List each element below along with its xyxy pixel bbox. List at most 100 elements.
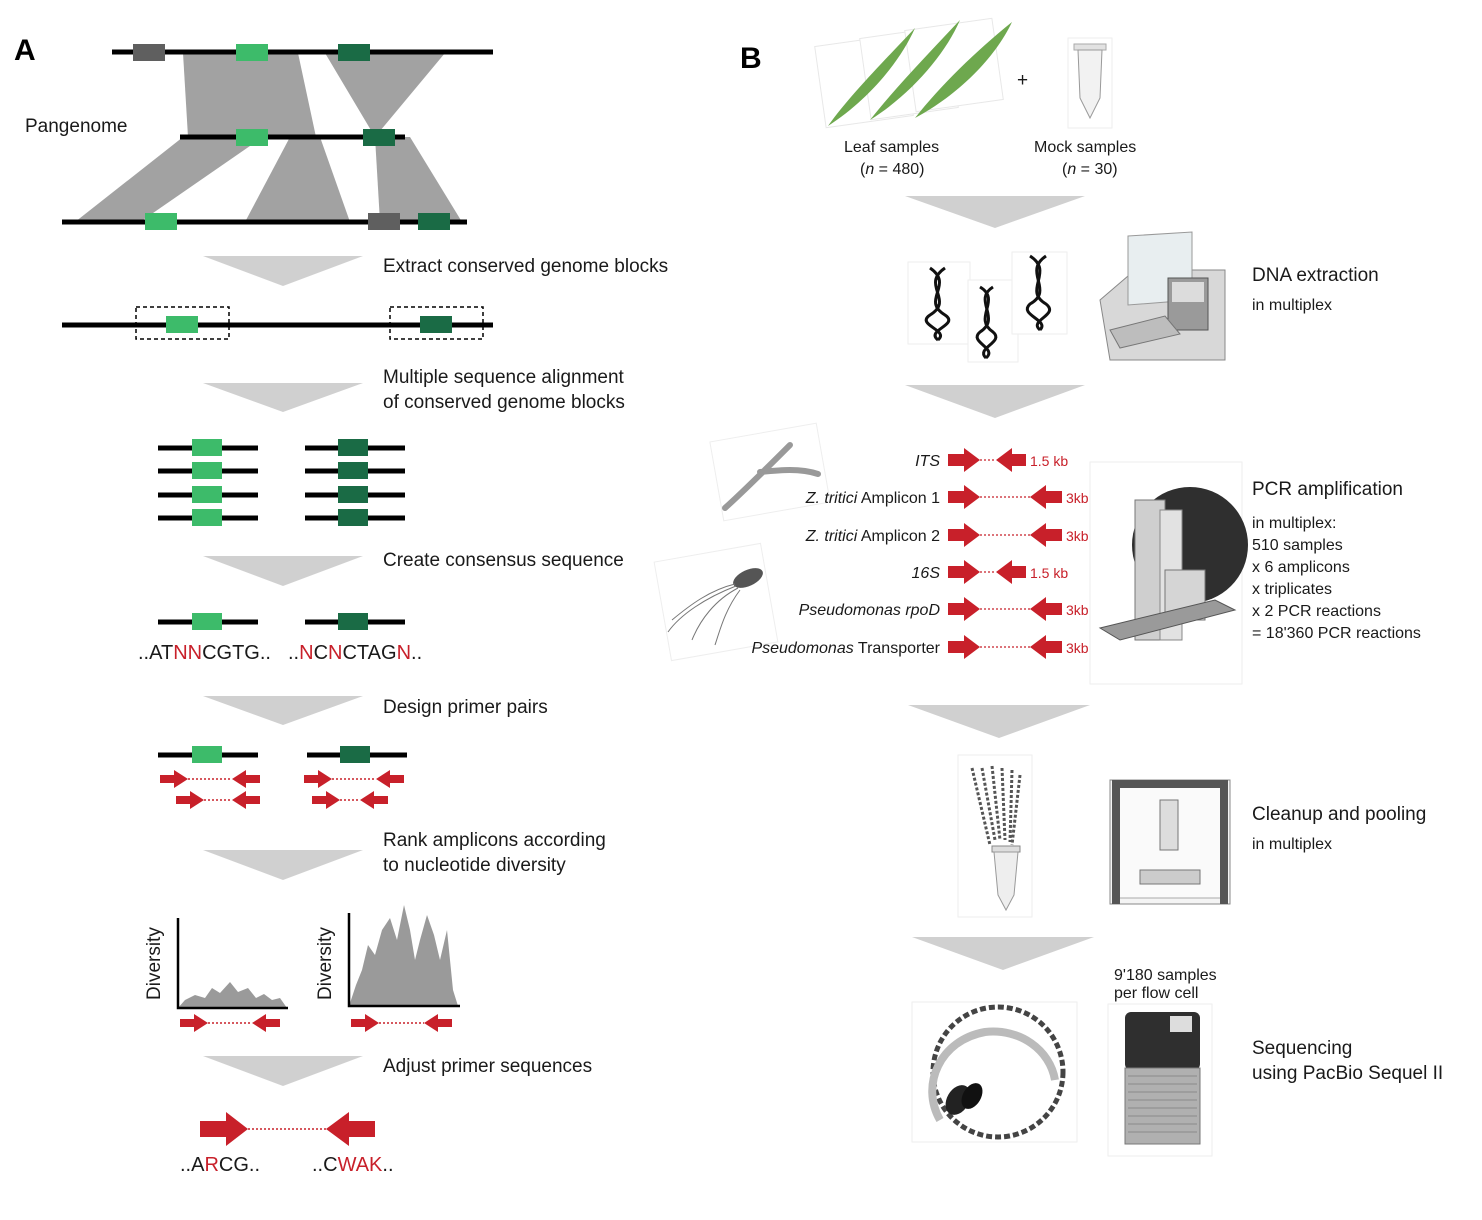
sequencer-icon [1107, 1003, 1213, 1157]
panel-a-label: A [14, 34, 36, 67]
step-consensus-label: Create consensus sequence [383, 550, 624, 571]
pcr-line: = 18'360 PCR reactions [1252, 625, 1421, 642]
seq-part: CGTG.. [202, 642, 271, 664]
pcr-line: x triplicates [1252, 581, 1332, 598]
diversity-axis-label: Diversity [144, 927, 165, 1000]
diversity-axis-label: Diversity [315, 927, 336, 1000]
amplicon-label-16s: 16S [912, 565, 941, 582]
amplicon-label-its: ITS [915, 453, 940, 470]
step-adjust-label: Adjust primer sequences [383, 1056, 592, 1077]
count-var: n [865, 161, 874, 178]
cleanup-sub: in multiplex [1252, 836, 1332, 853]
extraction-machine-icon [1099, 231, 1226, 361]
pcr-line: in multiplex: [1252, 515, 1336, 532]
fungus-icon [709, 422, 831, 522]
step-primer-label: Design primer pairs [383, 697, 548, 718]
amplicon-label-rpod: Pseudomonas rpoD [799, 602, 941, 619]
count-part: = 480) [874, 161, 924, 178]
flow-arrow-2 [905, 385, 1085, 418]
diversity-plot-right: Diversity [315, 905, 460, 1032]
seq-part-variable: N [328, 642, 342, 664]
amplicon-size: 3kb [1066, 490, 1089, 506]
amplicon-size: 1.5 kb [1030, 453, 1068, 469]
step-arrow-6 [203, 1056, 363, 1086]
smrt-bell-icon [911, 1001, 1078, 1143]
tube-icon [1067, 37, 1113, 129]
leaf-samples-count: (n = 480) [860, 161, 925, 178]
plus-sign: + [1017, 70, 1028, 91]
step-rank-label-1: Rank amplicons according [383, 830, 606, 851]
panel-b-label: B [740, 42, 762, 75]
count-part: ( [860, 161, 866, 178]
flow-arrow-1 [905, 196, 1085, 228]
flow-arrow-3 [908, 705, 1090, 738]
mock-samples-count: (n = 30) [1062, 161, 1118, 178]
amplicon-name: Z. tritici [805, 528, 858, 545]
pcr-title: PCR amplification [1252, 479, 1403, 500]
seq-part-variable: N [299, 642, 313, 664]
alignment-blocks [158, 439, 405, 526]
seq-part: ..AT [138, 642, 173, 664]
diversity-plot-left: Diversity [144, 918, 288, 1032]
pangenome-graph [62, 44, 493, 230]
seq-part: ..A [180, 1154, 205, 1176]
flow-arrow-4 [912, 937, 1094, 970]
bacterium-icon [653, 542, 779, 662]
seq-part: .. [411, 642, 422, 664]
seq-part: CG.. [219, 1154, 260, 1176]
step-msa-label-2: of conserved genome blocks [383, 392, 625, 413]
amplicon-name: ITS [915, 453, 940, 470]
pipetting-robot-icon [1109, 779, 1231, 905]
seq-part: .. [382, 1154, 393, 1176]
leaf-samples-label: Leaf samples [844, 139, 939, 156]
amplicon-size: 1.5 kb [1030, 565, 1068, 581]
pcr-line: x 2 PCR reactions [1252, 603, 1381, 620]
step-rank-label-2: to nucleotide diversity [383, 855, 566, 876]
seq-part: CTAG [342, 642, 396, 664]
flowcell-line2: per flow cell [1114, 985, 1198, 1002]
step-extract-label: Extract conserved genome blocks [383, 256, 668, 277]
leaf-icon [814, 17, 1012, 129]
primer-pairs [158, 746, 407, 809]
dna-helix-icon [907, 251, 1068, 363]
count-var: n [1067, 161, 1076, 178]
consensus-blocks [158, 613, 405, 630]
amplicon-list: ITS 1.5 kb Z. tritici Amplicon 1 3kb Z. … [751, 448, 1089, 659]
dna-extraction-sub: in multiplex [1252, 297, 1332, 314]
seq-part-variable: R [204, 1154, 218, 1176]
conserved-blocks [62, 306, 493, 340]
seq-part: ..C [312, 1154, 338, 1176]
seq-part-variable: NN [173, 642, 202, 664]
adjusted-primers [200, 1112, 375, 1146]
seq-part-variable: N [397, 642, 411, 664]
step-arrow-2 [203, 383, 363, 412]
adjusted-seq-right: ..CWAK.. [312, 1154, 394, 1176]
consensus-seq-left: ..ATNNCGTG.. [138, 642, 271, 664]
amplicon-name: 16S [912, 565, 941, 582]
amplicon-size: 3kb [1066, 528, 1089, 544]
seq-part: C [314, 642, 328, 664]
pcr-line: x 6 amplicons [1252, 559, 1350, 576]
cleanup-title: Cleanup and pooling [1252, 804, 1426, 825]
sequencing-title: Sequencing [1252, 1038, 1352, 1059]
dna-extraction-title: DNA extraction [1252, 265, 1379, 286]
amplicon-suffix: Amplicon 2 [857, 528, 940, 545]
amplicon-label-ztritici-2: Z. tritici Amplicon 2 [805, 528, 940, 545]
amplicon-label-transporter: Pseudomonas Transporter [751, 640, 940, 657]
amplicon-size: 3kb [1066, 640, 1089, 656]
pangenome-label: Pangenome [25, 116, 127, 137]
amplicon-label-ztritici-1: Z. tritici Amplicon 1 [805, 490, 940, 507]
seq-part: .. [288, 642, 299, 664]
amplicon-name: Pseudomonas [751, 640, 853, 657]
amplicon-size: 3kb [1066, 602, 1089, 618]
step-arrow-4 [203, 696, 363, 725]
step-arrow-3 [203, 556, 363, 586]
step-arrow-1 [203, 256, 363, 286]
consensus-seq-right: ..NCNCTAGN.. [288, 642, 422, 664]
pcr-machine-icon [1089, 461, 1248, 685]
pcr-line: 510 samples [1252, 537, 1343, 554]
amplicon-name: Z. tritici [805, 490, 858, 507]
adjusted-seq-left: ..ARCG.. [180, 1154, 260, 1176]
amplicon-suffix: Amplicon 1 [857, 490, 940, 507]
